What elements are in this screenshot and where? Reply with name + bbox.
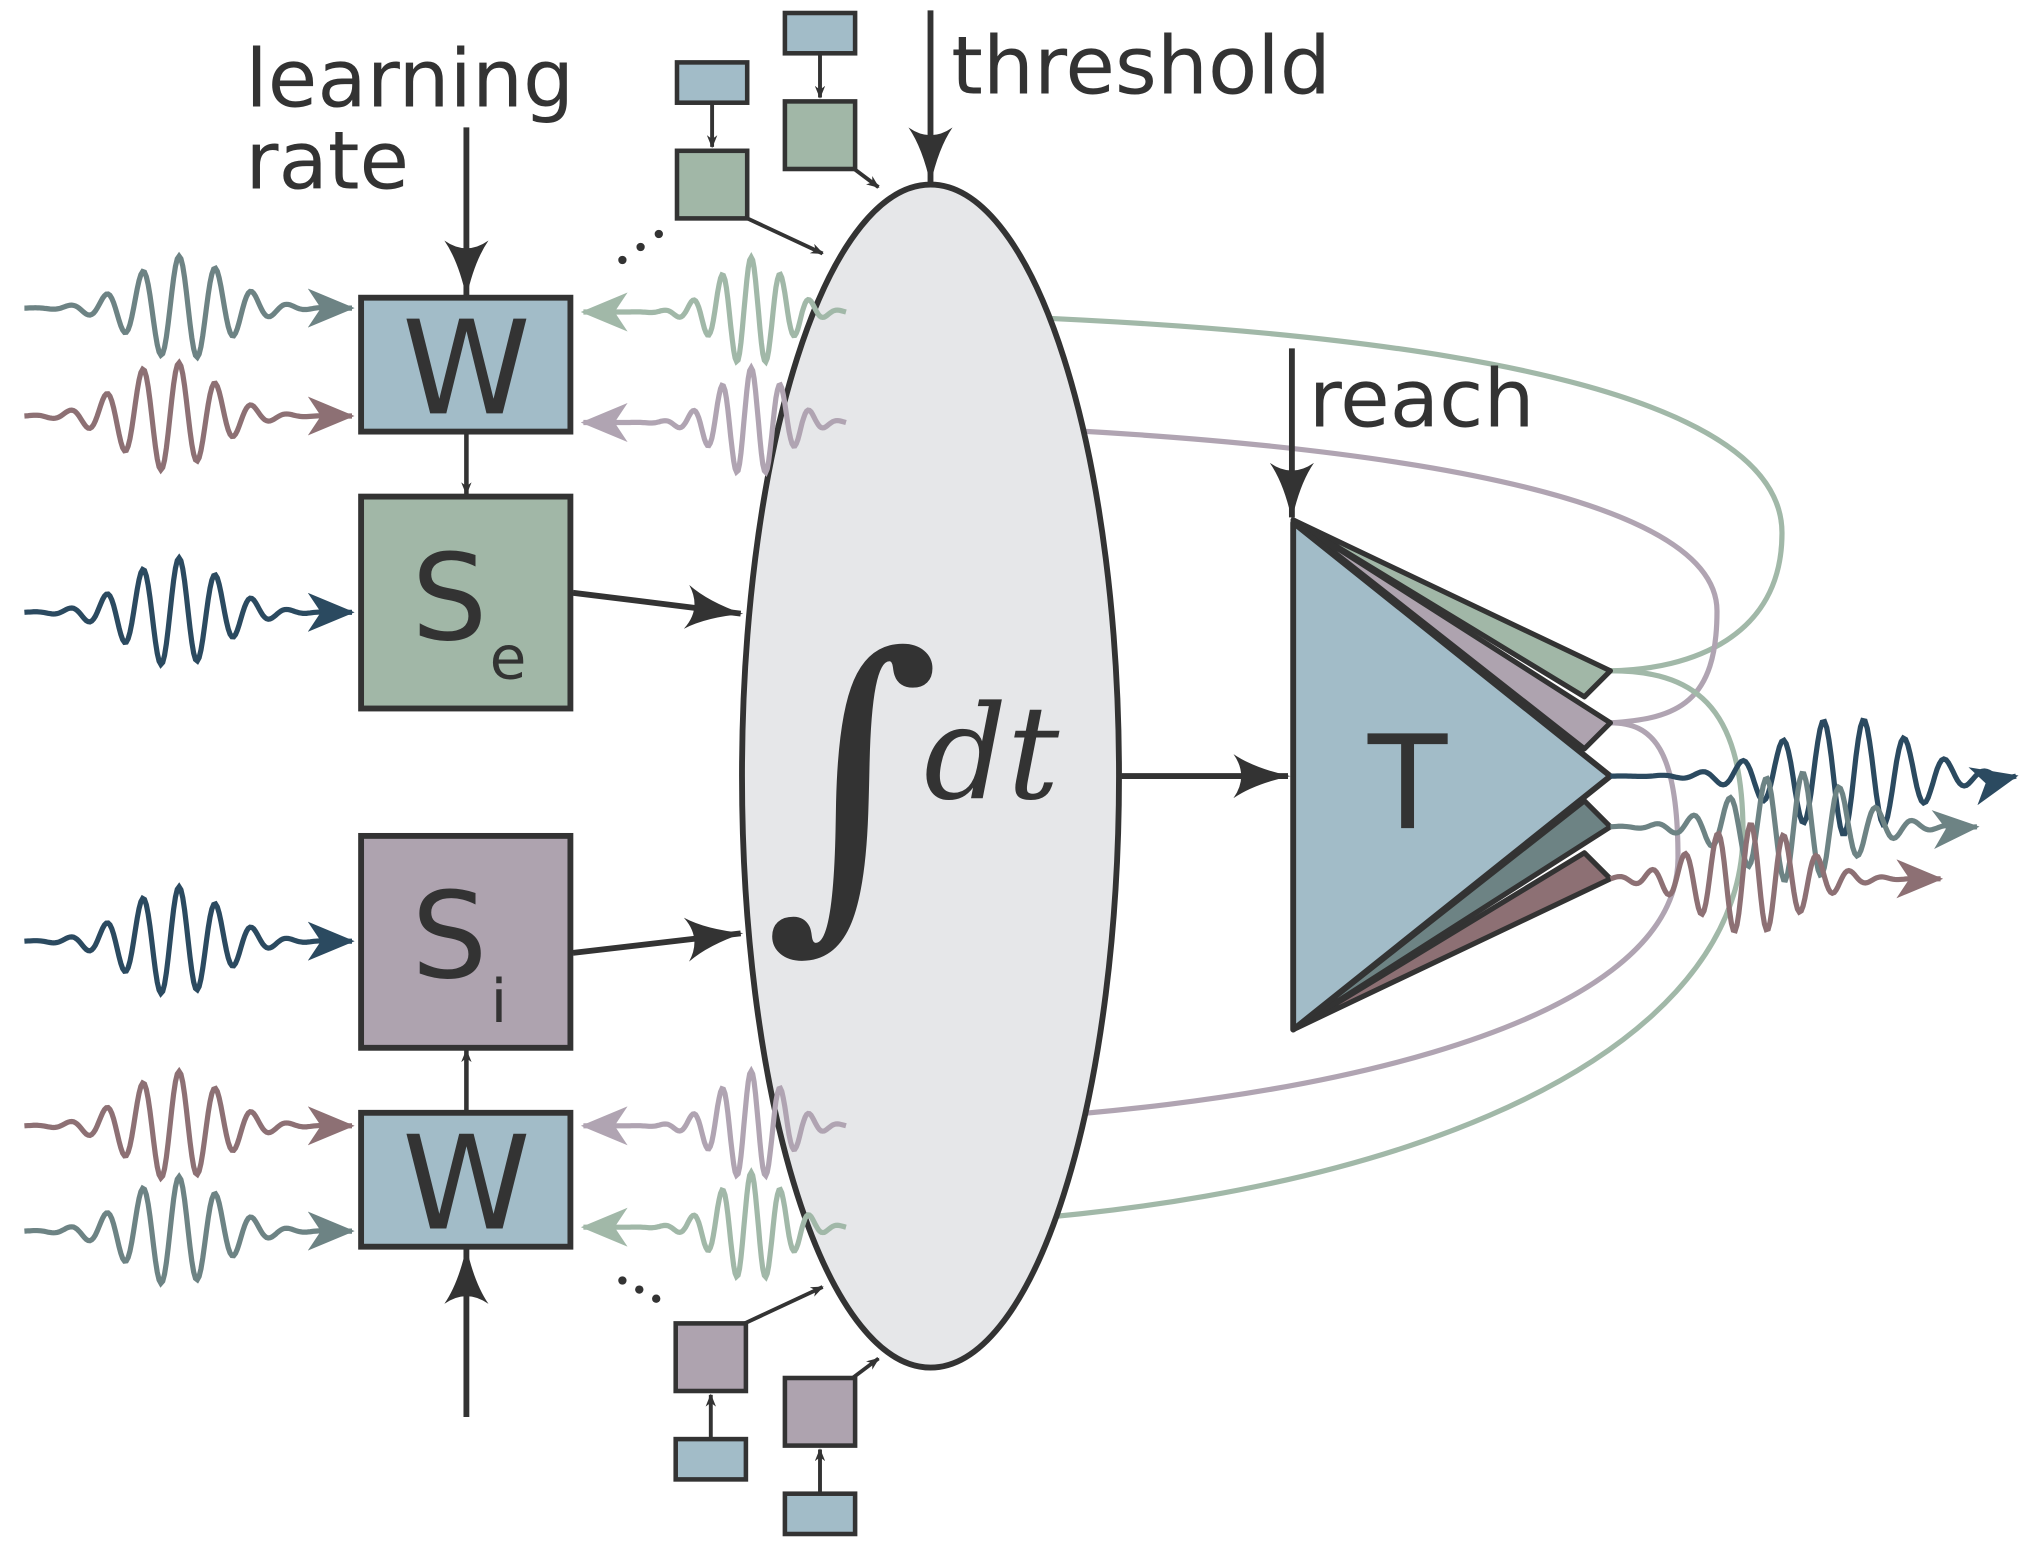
weight-box-bottom xyxy=(358,1109,574,1250)
input-spike-train-navy-inhibitory xyxy=(24,882,355,998)
transmitter-sliver-lilac xyxy=(1290,517,1613,752)
feedback-spike-train-sage-bottom xyxy=(580,1167,847,1282)
learning-rate-label-line1: learning xyxy=(245,33,574,127)
output-spike-train-mauve xyxy=(1609,822,1944,934)
feedback-loop-bottom-lilac xyxy=(845,720,1681,1129)
inhibitory-synapse-letter: S xyxy=(412,868,488,1007)
modulator-small-blue-bottom-right xyxy=(782,1491,858,1537)
modulator-to-integrator-arrow-bottom-left xyxy=(743,1285,824,1326)
integrator-dt-label: dt xyxy=(924,677,1060,829)
weight-box-top xyxy=(358,294,574,435)
input-spike-train-slate-bottom xyxy=(24,1172,355,1288)
modulator-small-lilac-bottom-left xyxy=(673,1321,749,1394)
input-spike-train-mauve-top xyxy=(24,358,355,475)
input-spike-train-navy-excitatory xyxy=(24,553,355,669)
input-spike-train-slate-top xyxy=(24,251,355,362)
output-spike-train-slate xyxy=(1610,770,1980,883)
modulator-small-blue-bottom-left xyxy=(673,1436,749,1482)
weight-label-bottom: W xyxy=(402,1108,531,1260)
feedback-spike-train-lilac-top xyxy=(580,362,847,478)
feedback-spike-train-sage-top xyxy=(580,251,847,367)
continuation-dots-top xyxy=(618,229,663,265)
learning-rate-label-line2: rate xyxy=(245,115,409,209)
transmitter-sliver-sage xyxy=(1290,517,1613,700)
inhibitory-synapse-subscript: i xyxy=(491,967,508,1037)
excitatory-synapse-box xyxy=(358,493,574,712)
reach-label: reach xyxy=(1309,352,1535,446)
inhibitory-to-integrator-arrow xyxy=(572,917,744,962)
modulator-to-integrator-arrow-top-left xyxy=(743,215,824,256)
feedback-loop-top-lilac xyxy=(845,419,1720,726)
transmitter-sliver-mauve xyxy=(1290,850,1613,1033)
modulator-small-green-top-right xyxy=(782,99,858,172)
modulator-to-integrator-arrow-top-right xyxy=(851,166,880,189)
modulator-small-lilac-bottom-right xyxy=(782,1375,858,1448)
weight-label-top: W xyxy=(402,292,531,444)
integral-sign: ∫ xyxy=(764,586,940,980)
output-spike-train-navy xyxy=(1610,717,2019,837)
feedback-loop-bottom-sage xyxy=(845,668,1746,1230)
feedback-spike-train-lilac-bottom xyxy=(580,1065,847,1181)
continuation-dots-bottom xyxy=(618,1276,661,1303)
modulator-small-blue-top-right xyxy=(782,10,858,56)
transmitter-label: T xyxy=(1367,707,1448,859)
input-spike-train-mauve-bottom xyxy=(24,1066,355,1183)
excitatory-synapse-letter: S xyxy=(412,530,488,669)
modulator-small-green-top-left xyxy=(674,148,750,221)
excitatory-synapse-subscript: e xyxy=(490,624,527,694)
modulator-to-integrator-arrow-bottom-right xyxy=(851,1356,880,1380)
transmitter-triangle xyxy=(1290,519,1614,1033)
excitatory-to-integrator-arrow xyxy=(572,584,744,629)
threshold-label: threshold xyxy=(951,20,1331,114)
feedback-loop-top-sage xyxy=(845,309,1785,674)
inhibitory-synapse-box xyxy=(358,832,574,1051)
modulator-small-blue-top-left xyxy=(674,60,750,105)
